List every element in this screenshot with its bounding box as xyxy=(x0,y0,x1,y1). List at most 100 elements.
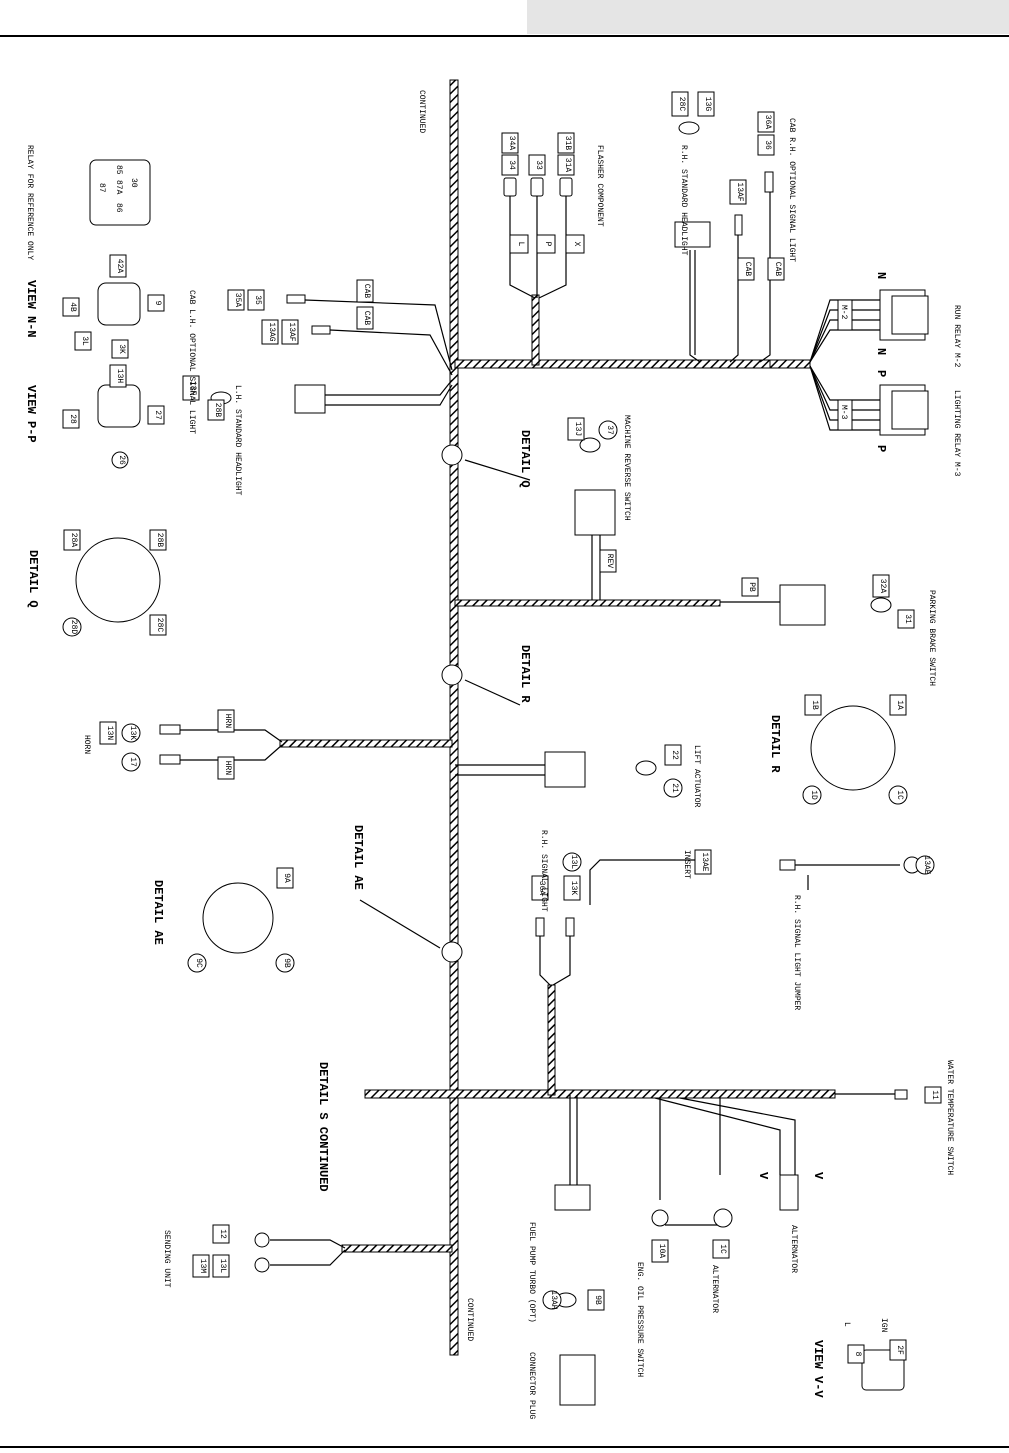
relay-pin-86: 86 xyxy=(114,203,123,213)
tag-1d: 1D xyxy=(802,785,822,805)
tag-pb: PB xyxy=(741,577,759,597)
svg-text:13AG: 13AG xyxy=(267,322,276,341)
tag-9c: 9C xyxy=(187,953,207,973)
lift-actuator: LIFT ACTUATOR xyxy=(692,745,701,808)
tag-hrn-2: HRN xyxy=(217,756,235,780)
section-p-2: P xyxy=(874,445,888,452)
tag-1c-2: 1C xyxy=(712,1239,730,1259)
tag-cab-4: CAB xyxy=(767,257,785,281)
svg-text:CAB: CAB xyxy=(362,284,371,299)
section-v-1: V xyxy=(756,1172,770,1180)
relay-m3-tag: M-3 xyxy=(839,405,848,420)
tag-3k: 3K xyxy=(111,339,129,359)
l-terminal: L xyxy=(842,1322,851,1327)
svg-text:12: 12 xyxy=(218,1229,227,1239)
svg-text:8: 8 xyxy=(853,1352,862,1357)
svg-text:36A: 36A xyxy=(763,115,772,130)
flasher-branch xyxy=(531,294,540,366)
tag-x: X xyxy=(565,234,585,254)
tag-4b: 4B xyxy=(62,297,80,317)
tag-13ae-2: 13AE xyxy=(915,855,935,875)
tag-35: 35 xyxy=(247,289,265,311)
svg-text:28A: 28A xyxy=(69,533,78,548)
svg-text:P: P xyxy=(543,242,552,247)
svg-text:L: L xyxy=(516,242,525,247)
tag-28a: 28A xyxy=(63,529,81,551)
svg-text:9: 9 xyxy=(153,301,162,306)
insert-label: INSERT xyxy=(682,850,691,879)
svg-text:13J: 13J xyxy=(573,422,582,436)
detail-s-continued: DETAIL S CONTINUED xyxy=(316,1062,330,1192)
tag-13k-2: 13K xyxy=(563,875,581,901)
view-v-v: VIEW V-V xyxy=(811,1340,825,1398)
relay-m2-tag: M-2 xyxy=(839,305,848,320)
tag-10a: 10A xyxy=(651,1239,669,1263)
relay-reference: RELAY FOR REFERENCE ONLY xyxy=(25,145,34,260)
section-v-2: V xyxy=(811,1172,825,1180)
tag-cab-1: CAB xyxy=(356,279,374,303)
svg-text:31A: 31A xyxy=(563,158,572,173)
upper-branch xyxy=(454,359,811,369)
tag-13l: 13L xyxy=(562,852,582,872)
section-n-2: N xyxy=(874,348,888,355)
parking-brake-switch: PARKING BRAKE SWITCH xyxy=(927,590,936,686)
detail-r-title: DETAIL R xyxy=(768,715,782,773)
tag-31: 31 xyxy=(897,609,915,629)
tag-9: 9 xyxy=(147,294,165,312)
tag-13n: 13N xyxy=(99,721,117,745)
svg-text:CAB: CAB xyxy=(362,311,371,326)
tag-32a: 32A xyxy=(872,574,890,598)
svg-text:37: 37 xyxy=(605,425,614,435)
svg-text:4B: 4B xyxy=(68,302,77,312)
svg-text:CAB: CAB xyxy=(743,262,752,277)
detail-r-callout: DETAIL R xyxy=(518,645,532,703)
detail-ae-title: DETAIL AE xyxy=(151,880,165,945)
lighting-relay: LIGHTING RELAY M-3 xyxy=(952,390,961,477)
tag-cab-2: CAB xyxy=(356,306,374,330)
svg-text:36A: 36A xyxy=(537,881,546,896)
svg-text:13AF: 13AF xyxy=(287,322,296,341)
continued-bottom: CONTINUED xyxy=(465,1298,474,1341)
svg-text:3K: 3K xyxy=(117,344,126,354)
tag-13h: 13H xyxy=(109,364,127,388)
svg-text:9C: 9C xyxy=(194,958,203,968)
detail-q-title: DETAIL Q xyxy=(26,550,40,608)
tag-13j: 13J xyxy=(567,417,585,441)
svg-text:34: 34 xyxy=(507,160,516,170)
header-rule xyxy=(0,35,1009,37)
svg-text:REV: REV xyxy=(605,554,614,569)
svg-text:3L: 3L xyxy=(80,336,89,346)
rh-signal-light-jumper: R.H. SIGNAL LIGHT JUMPER xyxy=(792,895,801,1010)
header-box xyxy=(527,0,1009,34)
tag-35a: 35A xyxy=(227,289,245,311)
tag-1c: 1C xyxy=(888,785,908,805)
svg-text:28B: 28B xyxy=(213,403,222,418)
svg-text:28C: 28C xyxy=(155,618,164,633)
main-harness-trunk xyxy=(449,79,459,1356)
svg-text:9A: 9A xyxy=(282,873,291,883)
tag-22: 22 xyxy=(664,744,682,766)
svg-text:9B: 9B xyxy=(282,958,291,968)
svg-text:32A: 32A xyxy=(878,579,887,594)
eng-oil-pressure-switch: ENG. OIL PRESSURE SWITCH xyxy=(635,1262,644,1377)
connector-plug: CONNECTOR PLUG xyxy=(527,1352,536,1419)
svg-text:9B: 9B xyxy=(593,1295,602,1305)
tag-9b: 9B xyxy=(275,953,295,973)
tag-13ag: 13AG xyxy=(261,319,279,345)
relay-pin-30: 30 xyxy=(129,178,138,188)
sending-unit: SENDING UNIT xyxy=(162,1230,171,1288)
tag-11: 11 xyxy=(924,1086,942,1104)
tag-28: 28 xyxy=(62,409,80,429)
tag-36a: 36A xyxy=(757,111,775,133)
horn-branch xyxy=(279,739,453,748)
svg-text:PB: PB xyxy=(747,582,756,592)
svg-text:CAB: CAB xyxy=(773,262,782,277)
svg-text:13H: 13H xyxy=(115,369,124,384)
components xyxy=(75,121,929,1406)
svg-text:27: 27 xyxy=(153,410,162,420)
section-n-1: N xyxy=(874,272,888,279)
tag-28c-2: 28C xyxy=(149,614,167,636)
svg-text:13F: 13F xyxy=(188,381,197,396)
tag-13ae: 13AE xyxy=(694,849,712,875)
tag-3l: 3L xyxy=(74,331,92,351)
